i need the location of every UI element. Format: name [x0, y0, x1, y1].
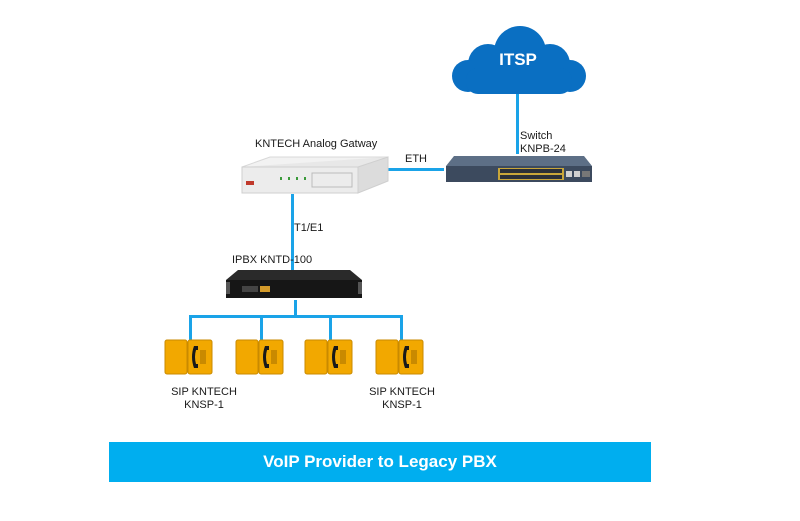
phone-icon: [304, 339, 353, 375]
gateway-label: KNTECH Analog Gatway: [255, 138, 378, 150]
phone-icon: [235, 339, 284, 375]
phone-1-label-1: SIP KNTECH: [171, 386, 237, 398]
itsp-cloud: ITSP: [448, 24, 588, 96]
t1e1-label: T1/E1: [294, 222, 324, 234]
phone-1-label-2: KNSP-1: [184, 399, 224, 411]
network-switch: [444, 154, 594, 186]
link-phone-1: [189, 315, 192, 341]
title-banner: VoIP Provider to Legacy PBX: [109, 442, 651, 482]
link-phone-4: [400, 315, 403, 341]
switch-label-1: Switch: [520, 130, 553, 142]
link-t1e1: [291, 194, 294, 284]
switch-icon: [446, 156, 592, 182]
eth-label: ETH: [405, 153, 427, 165]
cloud-icon: [452, 26, 586, 94]
itsp-label: ITSP: [499, 50, 537, 69]
sip-phone-2: [235, 338, 285, 376]
phone-4-label-1: SIP KNTECH: [369, 386, 435, 398]
sip-phone-3: [304, 338, 354, 376]
sip-phone-4: [375, 338, 425, 376]
phone-4-label-2: KNSP-1: [382, 399, 422, 411]
ipbx-label: IPBX KNTD-100: [232, 254, 313, 266]
diagram-title: VoIP Provider to Legacy PBX: [263, 452, 497, 471]
server-icon: [226, 270, 362, 298]
link-cloud-switch: [516, 94, 519, 154]
ipbx-server: [224, 268, 364, 302]
link-phone-2: [260, 315, 263, 341]
switch-label-2: KNPB-24: [520, 143, 566, 155]
analog-gateway: [240, 155, 390, 197]
link-phone-3: [329, 315, 332, 341]
phone-icon: [375, 339, 424, 375]
sip-phone-1: [164, 338, 214, 376]
link-ipbx-down: [294, 300, 297, 318]
gateway-icon: [241, 156, 389, 194]
link-eth: [388, 168, 444, 171]
link-phone-bus: [189, 315, 403, 318]
phone-icon: [164, 339, 213, 375]
